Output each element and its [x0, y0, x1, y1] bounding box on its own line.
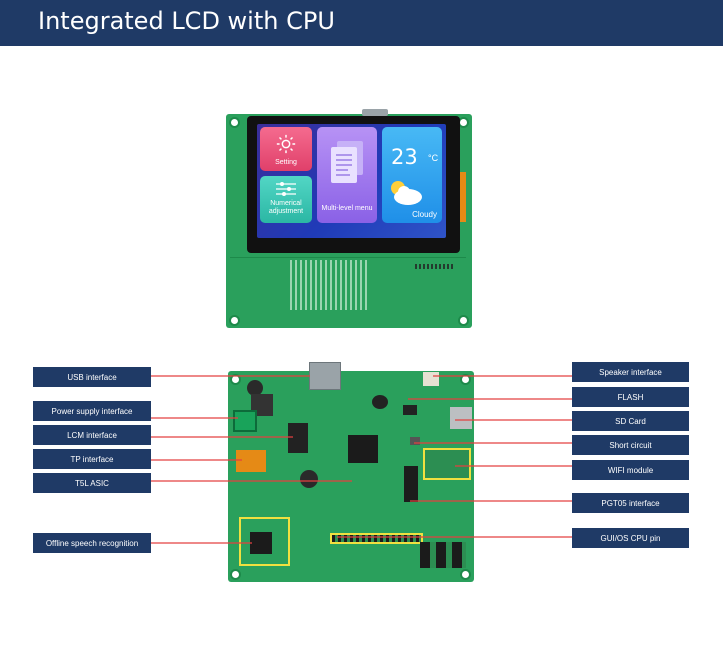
tp-connector: [236, 450, 266, 472]
mosfets: [420, 542, 466, 568]
numerical-tile: Numerical adjustment: [260, 176, 312, 223]
label-t5l-asic: T5L ASIC: [33, 473, 151, 493]
mount-hole: [232, 571, 239, 578]
gear-icon: [276, 134, 296, 154]
page-title: Integrated LCD with CPU: [38, 7, 335, 35]
speech-chip: [250, 532, 272, 554]
numerical-label: Numerical adjustment: [268, 200, 304, 215]
label-wifi-module: WIFI module: [572, 460, 689, 480]
sd-card-slot: [450, 407, 472, 429]
menu-tile: Multi-level menu: [317, 127, 377, 223]
label-gui-os-cpu-pin: GUI/OS CPU pin: [572, 528, 689, 548]
capacitor: [300, 470, 318, 488]
pin-header: [415, 264, 455, 269]
speech-module: [239, 517, 290, 566]
cpu-pin-header: [330, 533, 423, 544]
lcm-connector: [288, 423, 308, 453]
temperature-unit: °C: [428, 153, 439, 163]
label-short-circuit: Short circuit: [572, 435, 689, 455]
label-lcm-interface: LCM interface: [33, 425, 151, 445]
lcd-screen: Setting Numerical adjustment Multi-level…: [257, 124, 446, 238]
wifi-module: [423, 448, 471, 480]
usb-connector: [362, 109, 388, 116]
slider-icon: [276, 182, 296, 196]
setting-label: Setting: [275, 159, 297, 166]
weather-tile: 23 °C Cloudy: [382, 127, 442, 223]
mount-hole: [460, 119, 467, 126]
mount-hole: [231, 317, 238, 324]
label-offline-speech: Offline speech recognition: [33, 533, 151, 553]
mount-hole: [231, 119, 238, 126]
label-power-supply-interface: Power supply interface: [33, 401, 151, 421]
sun-cloud-icon: [391, 181, 422, 205]
label-pgt05-interface: PGT05 interface: [572, 493, 689, 513]
pin-grid: [290, 260, 370, 310]
power-connector: [233, 410, 257, 432]
header-bar: Integrated LCD with CPU: [0, 0, 723, 46]
label-usb-interface: USB interface: [33, 367, 151, 387]
mount-hole: [462, 571, 469, 578]
setting-tile: Setting: [260, 127, 312, 171]
mount-hole: [462, 376, 469, 383]
weather-label: Cloudy: [412, 210, 437, 219]
mount-hole: [460, 317, 467, 324]
pgt05-connector: [404, 466, 418, 502]
usb-port: [309, 362, 341, 390]
flash-chip: [403, 405, 417, 415]
menu-label: Multi-level menu: [321, 205, 373, 212]
temperature-value: 23: [391, 145, 418, 169]
document-icon: [331, 141, 363, 183]
mount-hole: [232, 376, 239, 383]
fpc-connector: [460, 172, 466, 222]
label-tp-interface: TP interface: [33, 449, 151, 469]
label-flash: FLASH: [572, 387, 689, 407]
board-edge: [230, 257, 466, 258]
short-circuit-jumper: [410, 437, 420, 445]
label-speaker-interface: Speaker interface: [572, 362, 689, 382]
capacitor: [372, 395, 388, 409]
label-sd-card: SD Card: [572, 411, 689, 431]
capacitor: [247, 380, 263, 396]
t5l-asic-chip: [348, 435, 378, 463]
